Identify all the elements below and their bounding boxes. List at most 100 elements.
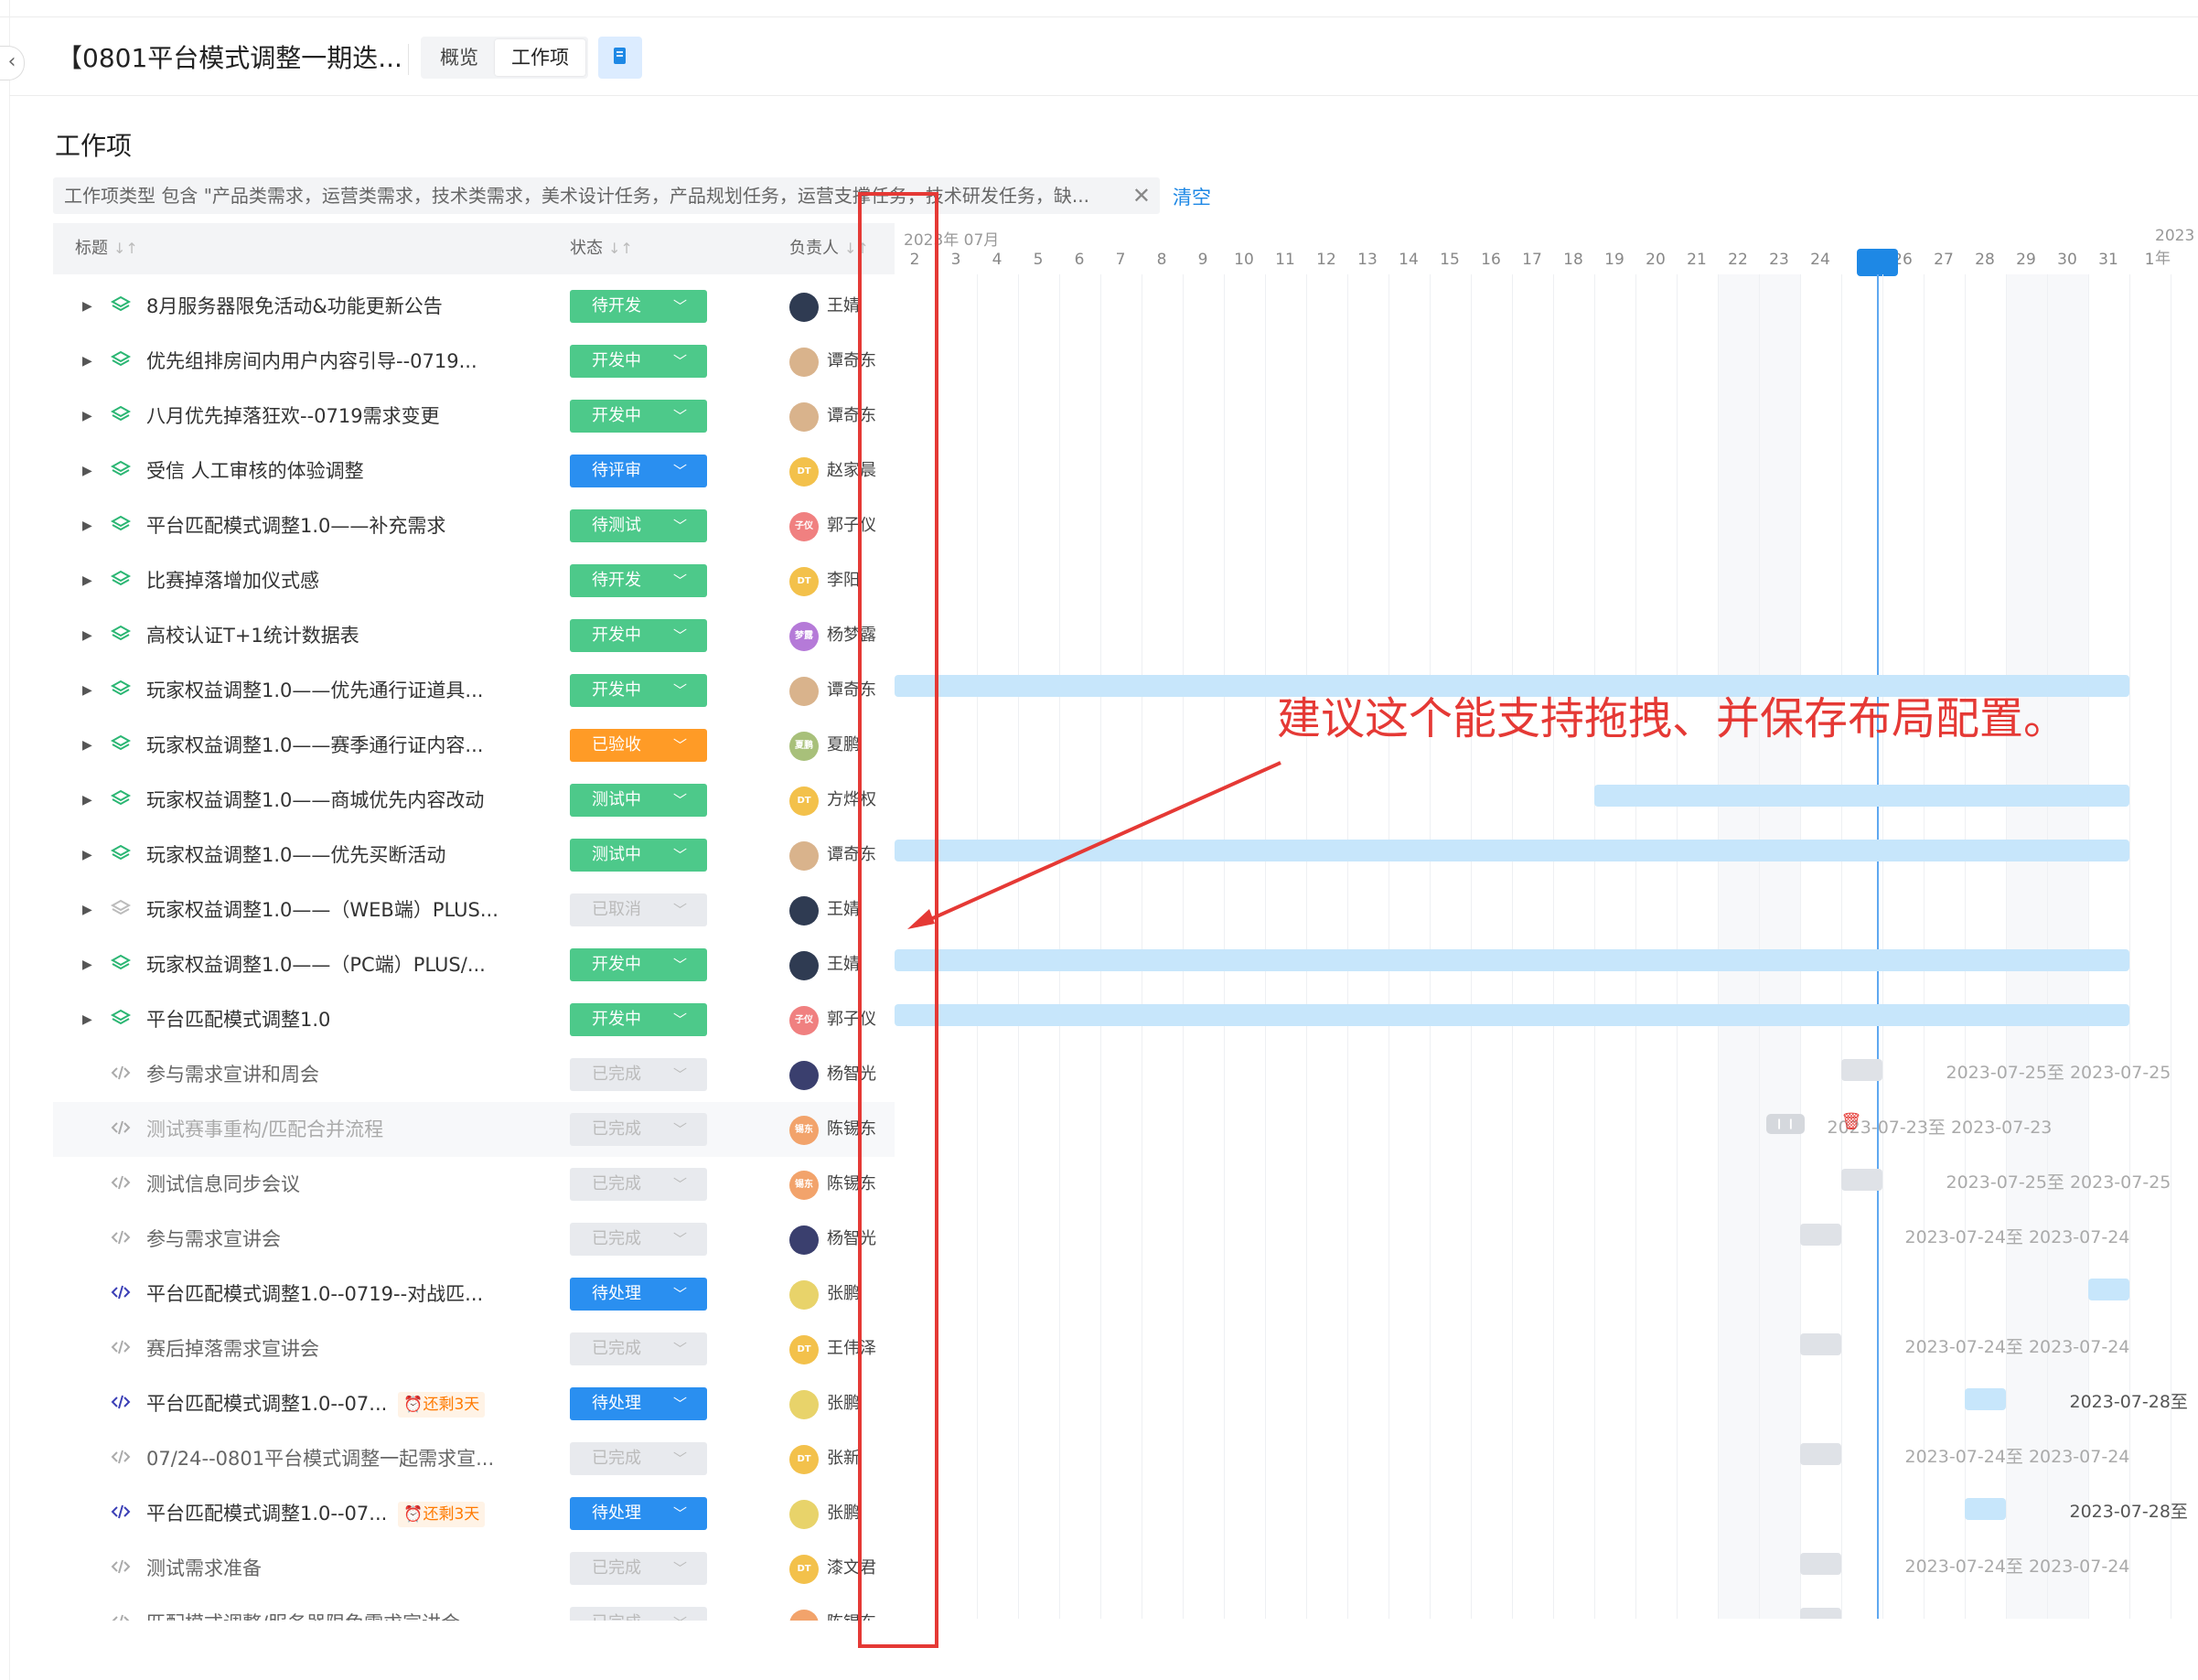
gantt-bar[interactable] [1840, 1059, 1882, 1081]
work-item-title[interactable]: 8月服务器限免活动&功能更新公告 [146, 279, 443, 334]
expand-caret-icon[interactable]: ▶ [82, 354, 92, 369]
status-dropdown[interactable]: 已完成﹀ [570, 1442, 707, 1475]
work-item-title[interactable]: 玩家权益调整1.0——（PC端）PLUS/... [146, 937, 486, 992]
expand-caret-icon[interactable]: ▶ [82, 958, 92, 972]
drag-handle[interactable]: ❙ ❙ [1765, 1114, 1805, 1134]
status-dropdown[interactable]: 已完成﹀ [570, 1223, 707, 1256]
filter-bar[interactable]: 工作项类型 包含 "产品类需求，运营类需求，技术类需求，美术设计任务，产品规划任… [53, 177, 1160, 214]
tab-work-items[interactable]: 工作项 [495, 39, 585, 76]
gantt-bar[interactable] [895, 949, 2129, 971]
expand-caret-icon[interactable]: ▶ [82, 573, 92, 588]
work-item-title[interactable]: 测试需求准备 [146, 1541, 262, 1596]
expand-caret-icon[interactable]: ▶ [82, 519, 92, 533]
sort-icon[interactable]: ↓↑ [844, 240, 869, 257]
column-status[interactable]: 状态↓↑ [570, 223, 633, 274]
work-item-title[interactable]: 平台匹配模式调整1.0--0719--对战匹... [146, 1267, 483, 1322]
table-row[interactable]: ▶优先组排房间内用户内容引导--0719...开发中﹀谭奇东 [53, 334, 895, 389]
table-row[interactable]: 平台匹配模式调整1.0--07...⏰还剩3天待处理﹀张鹏 [53, 1376, 895, 1431]
work-item-title[interactable]: 平台匹配模式调整1.0——补充需求 [146, 498, 445, 553]
gantt-bar[interactable] [1799, 1224, 1841, 1246]
back-button[interactable]: ‹ [0, 46, 25, 80]
status-dropdown[interactable]: 待测试﹀ [570, 509, 707, 542]
work-item-title[interactable]: 参与需求宣讲会 [146, 1212, 281, 1267]
gantt-bar[interactable] [2087, 1279, 2129, 1300]
close-icon[interactable]: ✕ [1131, 183, 1151, 209]
status-dropdown[interactable]: 测试中﹀ [570, 784, 707, 817]
sort-icon[interactable]: ↓↑ [113, 240, 138, 257]
work-item-title[interactable]: 07/24--0801平台模式调整一起需求宣... [146, 1431, 494, 1486]
table-row[interactable]: 测试赛事重构/匹配合并流程已完成﹀锡东陈锡东 [53, 1102, 895, 1157]
expand-caret-icon[interactable]: ▶ [82, 793, 92, 808]
expand-caret-icon[interactable]: ▶ [82, 409, 92, 423]
work-item-title[interactable]: 测试赛事重构/匹配合并流程 [146, 1102, 383, 1157]
work-item-title[interactable]: 八月优先掉落狂欢--0719需求变更 [146, 389, 440, 444]
work-item-title[interactable]: 玩家权益调整1.0——优先通行证道具... [146, 663, 483, 718]
table-row[interactable]: ▶八月优先掉落狂欢--0719需求变更开发中﹀谭奇东 [53, 389, 895, 444]
status-dropdown[interactable]: 待评审﹀ [570, 455, 707, 487]
status-dropdown[interactable]: 已完成﹀ [570, 1058, 707, 1091]
status-dropdown[interactable]: 已取消﹀ [570, 894, 707, 926]
expand-caret-icon[interactable]: ▶ [82, 848, 92, 862]
sort-icon[interactable]: ↓↑ [608, 240, 633, 257]
gantt-bar[interactable] [1799, 1333, 1841, 1355]
table-row[interactable]: ▶平台匹配模式调整1.0——补充需求待测试﹀子仪郭子仪 [53, 498, 895, 553]
work-item-title[interactable]: 优先组排房间内用户内容引导--0719... [146, 334, 477, 389]
gantt-bar[interactable] [1593, 785, 2129, 807]
status-dropdown[interactable]: 待处理﹀ [570, 1278, 707, 1311]
status-dropdown[interactable]: 开发中﹀ [570, 1003, 707, 1036]
work-item-title[interactable]: 玩家权益调整1.0——（WEB端）PLUS... [146, 883, 499, 937]
work-item-title[interactable]: 平台匹配模式调整1.0--07...⏰还剩3天 [146, 1376, 486, 1431]
table-row[interactable]: ▶玩家权益调整1.0——优先通行证道具...开发中﹀谭奇东 [53, 663, 895, 718]
gantt-bar[interactable] [1799, 1443, 1841, 1465]
table-row[interactable]: ▶玩家权益调整1.0——赛季通行证内容...已验收﹀夏鹏夏鹏 [53, 718, 895, 773]
gantt-bar[interactable] [1799, 1553, 1841, 1575]
work-item-title[interactable]: 高校认证T+1统计数据表 [146, 608, 359, 663]
work-item-title[interactable]: 赛后掉落需求宣讲会 [146, 1322, 319, 1376]
table-row[interactable]: 参与需求宣讲和周会已完成﹀杨智光 [53, 1047, 895, 1102]
status-dropdown[interactable]: 待开发﹀ [570, 290, 707, 323]
work-item-title[interactable]: 参与需求宣讲和周会 [146, 1047, 319, 1102]
clear-filter-link[interactable]: 清空 [1173, 187, 1211, 209]
table-row[interactable]: 参与需求宣讲会已完成﹀杨智光 [53, 1212, 895, 1267]
status-dropdown[interactable]: 待处理﹀ [570, 1387, 707, 1420]
expand-caret-icon[interactable]: ▶ [82, 628, 92, 643]
table-row[interactable]: ▶高校认证T+1统计数据表开发中﹀梦露杨梦露 [53, 608, 895, 663]
table-row[interactable]: 平台匹配模式调整1.0--07...⏰还剩3天待处理﹀张鹏 [53, 1486, 895, 1541]
work-item-title[interactable]: 玩家权益调整1.0——赛季通行证内容... [146, 718, 483, 773]
expand-caret-icon[interactable]: ▶ [82, 683, 92, 698]
work-item-title[interactable]: 平台匹配模式调整1.0--07...⏰还剩3天 [146, 1486, 486, 1541]
expand-caret-icon[interactable]: ▶ [82, 464, 92, 478]
gantt-bar[interactable] [1840, 1169, 1882, 1191]
status-dropdown[interactable]: 开发中﹀ [570, 619, 707, 652]
work-item-title[interactable]: 比赛掉落增加仪式感 [146, 553, 319, 608]
work-item-title[interactable]: 受信 人工审核的体验调整 [146, 444, 364, 498]
status-dropdown[interactable]: 已完成﹀ [570, 1168, 707, 1201]
expand-caret-icon[interactable]: ▶ [82, 903, 92, 917]
table-row[interactable]: ▶玩家权益调整1.0——优先买断活动测试中﹀谭奇东 [53, 828, 895, 883]
status-dropdown[interactable]: 已完成﹀ [570, 1552, 707, 1585]
status-dropdown[interactable]: 开发中﹀ [570, 948, 707, 981]
work-item-title[interactable]: 玩家权益调整1.0——商城优先内容改动 [146, 773, 484, 828]
column-title[interactable]: 标题↓↑ [75, 223, 138, 274]
expand-caret-icon[interactable]: ▶ [82, 1012, 92, 1027]
work-item-title[interactable]: 测试信息同步会议 [146, 1157, 300, 1212]
gantt-bar[interactable] [1799, 1608, 1841, 1619]
table-row[interactable]: ▶玩家权益调整1.0——（WEB端）PLUS...已取消﹀王婧 [53, 883, 895, 937]
status-dropdown[interactable]: 开发中﹀ [570, 345, 707, 378]
table-row[interactable]: 平台匹配模式调整1.0--0719--对战匹...待处理﹀张鹏 [53, 1267, 895, 1322]
work-item-title[interactable]: 平台匹配模式调整1.0 [146, 992, 330, 1047]
expand-caret-icon[interactable]: ▶ [82, 299, 92, 314]
status-dropdown[interactable]: 开发中﹀ [570, 400, 707, 433]
gantt-bar[interactable] [895, 1004, 2129, 1026]
status-dropdown[interactable]: 已验收﹀ [570, 729, 707, 762]
status-dropdown[interactable]: 已完成﹀ [570, 1332, 707, 1365]
status-dropdown[interactable]: 待处理﹀ [570, 1497, 707, 1530]
